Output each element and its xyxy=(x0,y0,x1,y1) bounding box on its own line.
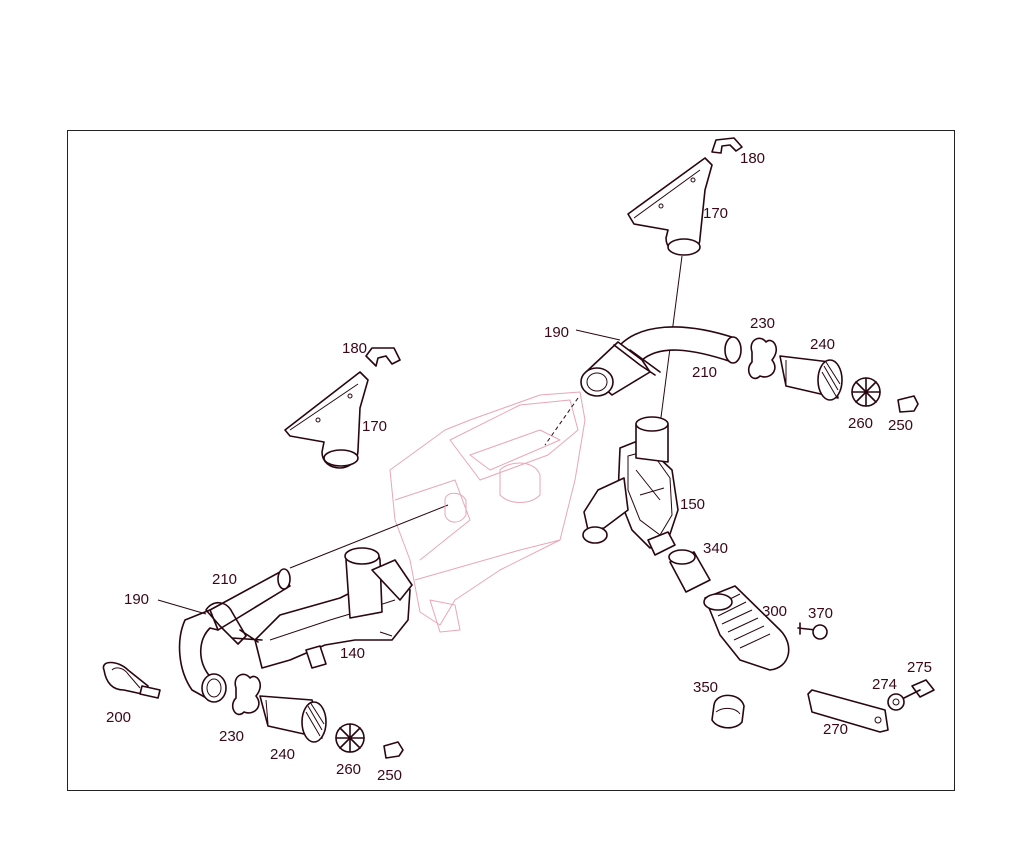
hose-clamp-350[interactable] xyxy=(711,694,745,729)
callout-250-right: 250 xyxy=(888,417,913,434)
callout-180-right: 180 xyxy=(740,150,765,167)
washer-274[interactable] xyxy=(887,693,905,711)
air-duct-170-right[interactable] xyxy=(627,157,713,256)
gasket-230-left[interactable] xyxy=(231,673,261,716)
callout-230-left: 230 xyxy=(219,728,244,745)
callout-190-right: 190 xyxy=(544,324,569,341)
filter-240-right[interactable] xyxy=(779,355,843,401)
filter-240-left[interactable] xyxy=(259,695,327,743)
callout-180-left: 180 xyxy=(342,340,367,357)
intake-pipe-210-left[interactable] xyxy=(178,568,291,703)
diagram-frame xyxy=(67,130,955,791)
bracket-180-right[interactable] xyxy=(711,137,743,154)
screw-370[interactable] xyxy=(797,622,828,640)
callout-240-right: 240 xyxy=(810,336,835,353)
callout-274: 274 xyxy=(872,676,897,693)
callout-270: 270 xyxy=(823,721,848,738)
intake-pipe-210-right[interactable] xyxy=(580,326,742,397)
cap-250-right[interactable] xyxy=(897,395,919,413)
callout-240-left: 240 xyxy=(270,746,295,763)
strap-190-left[interactable] xyxy=(205,601,263,645)
callout-170-left: 170 xyxy=(362,418,387,435)
cable-tie-200[interactable] xyxy=(102,661,161,699)
callout-340: 340 xyxy=(703,540,728,557)
bellows-300[interactable] xyxy=(703,585,790,671)
callout-260-left: 260 xyxy=(336,761,361,778)
main-duct-140[interactable] xyxy=(254,547,413,669)
callout-230-right: 230 xyxy=(750,315,775,332)
callout-150: 150 xyxy=(680,496,705,513)
callout-140: 140 xyxy=(340,645,365,662)
callout-210-right: 210 xyxy=(692,364,717,381)
cap-250-left[interactable] xyxy=(383,741,404,759)
callout-300: 300 xyxy=(762,603,787,620)
callout-250-left: 250 xyxy=(377,767,402,784)
bolt-275[interactable] xyxy=(903,679,935,699)
gasket-230-right[interactable] xyxy=(747,337,777,380)
callout-200: 200 xyxy=(106,709,131,726)
callout-190-left: 190 xyxy=(124,591,149,608)
callout-370: 370 xyxy=(808,605,833,622)
callout-170-right: 170 xyxy=(703,205,728,222)
callout-350: 350 xyxy=(693,679,718,696)
sleeve-340[interactable] xyxy=(668,549,711,593)
callout-260-right: 260 xyxy=(848,415,873,432)
engine-housing-ghost xyxy=(389,391,586,633)
callout-210-left: 210 xyxy=(212,571,237,588)
bracket-180-left[interactable] xyxy=(365,347,401,367)
intake-manifold-150[interactable] xyxy=(582,416,679,556)
clip-260-left[interactable] xyxy=(335,723,365,753)
air-duct-170-left[interactable] xyxy=(284,371,369,469)
bracket-270[interactable] xyxy=(807,689,889,733)
clip-260-right[interactable] xyxy=(851,377,881,407)
callout-275: 275 xyxy=(907,659,932,676)
